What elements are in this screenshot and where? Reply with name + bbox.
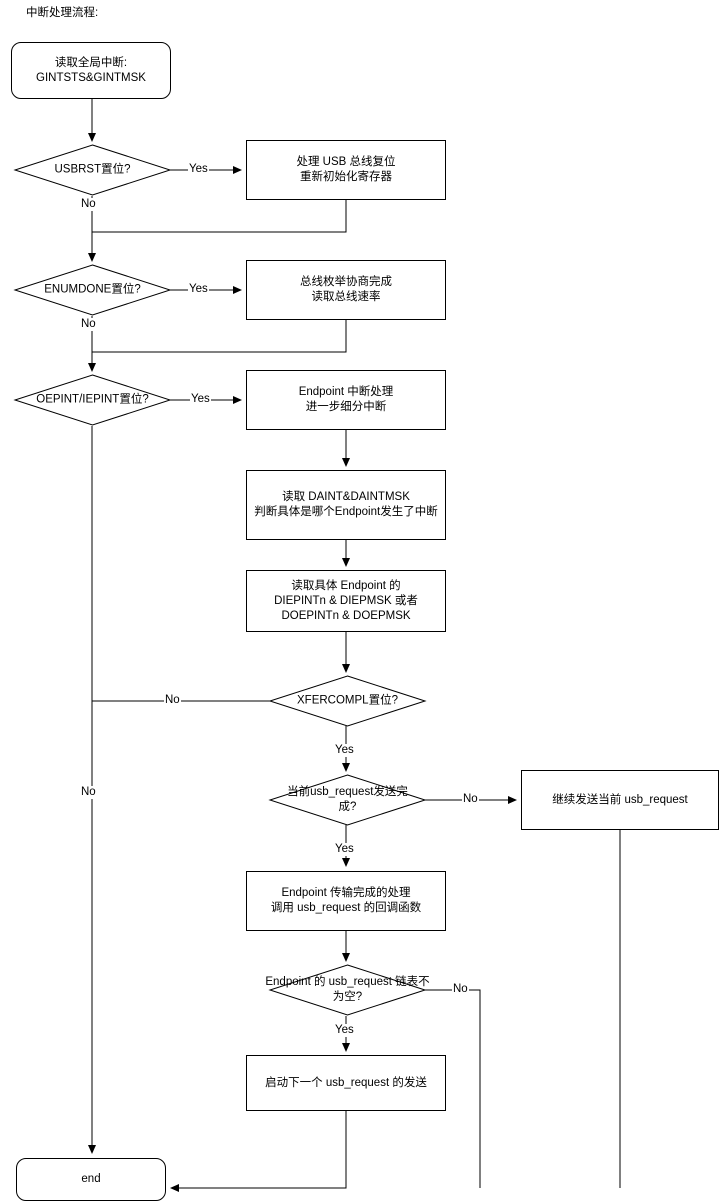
node-continue-send-request[interactable]: 继续发送当前 usb_request [521,770,719,830]
node-read-diepint-doepint[interactable]: 读取具体 Endpoint 的 DIEPINTn & DIEPMSK 或者 DO… [246,570,446,632]
node-xfercompl-decision[interactable]: XFERCOMPL置位? [268,675,427,727]
node-read-daint[interactable]: 读取 DAINT&DAINTMSK 判断具体是哪个Endpoint发生了中断 [246,470,446,540]
node-start-next-request[interactable]: 启动下一个 usb_request 的发送 [246,1055,446,1111]
edge-label-request-sent-yes: Yes [334,843,355,856]
edge-label-oepint-no: No [80,786,97,799]
node-start[interactable]: 读取全局中断: GINTSTS&GINTMSK [11,42,171,99]
edge-label-request-sent-no: No [462,793,479,806]
node-enumeration-complete[interactable]: 总线枚举协商完成 读取总线速率 [246,260,446,320]
page-title: 中断处理流程: [26,7,99,19]
node-endpoint-transfer-complete[interactable]: Endpoint 传输完成的处理 调用 usb_request 的回调函数 [246,871,446,931]
node-request-sent-decision[interactable]: 当前usb_request发送完 成? [268,774,427,826]
node-enumdone-decision[interactable]: ENUMDONE置位? [13,264,172,316]
edge-label-list-no: No [452,983,469,996]
edge-label-enumdone-no: No [80,318,97,331]
edge-label-enumdone-yes: Yes [188,283,209,296]
edge-label-list-yes: Yes [334,1024,355,1037]
node-request-list-decision[interactable]: Endpoint 的 usb_request 链表不 为空? [265,964,430,1016]
edge-label-oepint-yes: Yes [190,393,211,406]
edge-label-xfercompl-yes: Yes [334,744,355,757]
node-handle-usb-reset[interactable]: 处理 USB 总线复位 重新初始化寄存器 [246,140,446,200]
edge-label-usbrst-yes: Yes [188,163,209,176]
node-usbrst-decision[interactable]: USBRST置位? [13,144,172,196]
edge-label-usbrst-no: No [80,198,97,211]
edge-label-xfercompl-no: No [164,694,181,707]
node-oepint-iepint-decision[interactable]: OEPINT/IEPINT置位? [13,374,172,426]
node-end[interactable]: end [16,1158,166,1201]
node-endpoint-interrupt-handling[interactable]: Endpoint 中断处理 进一步细分中断 [246,370,446,430]
